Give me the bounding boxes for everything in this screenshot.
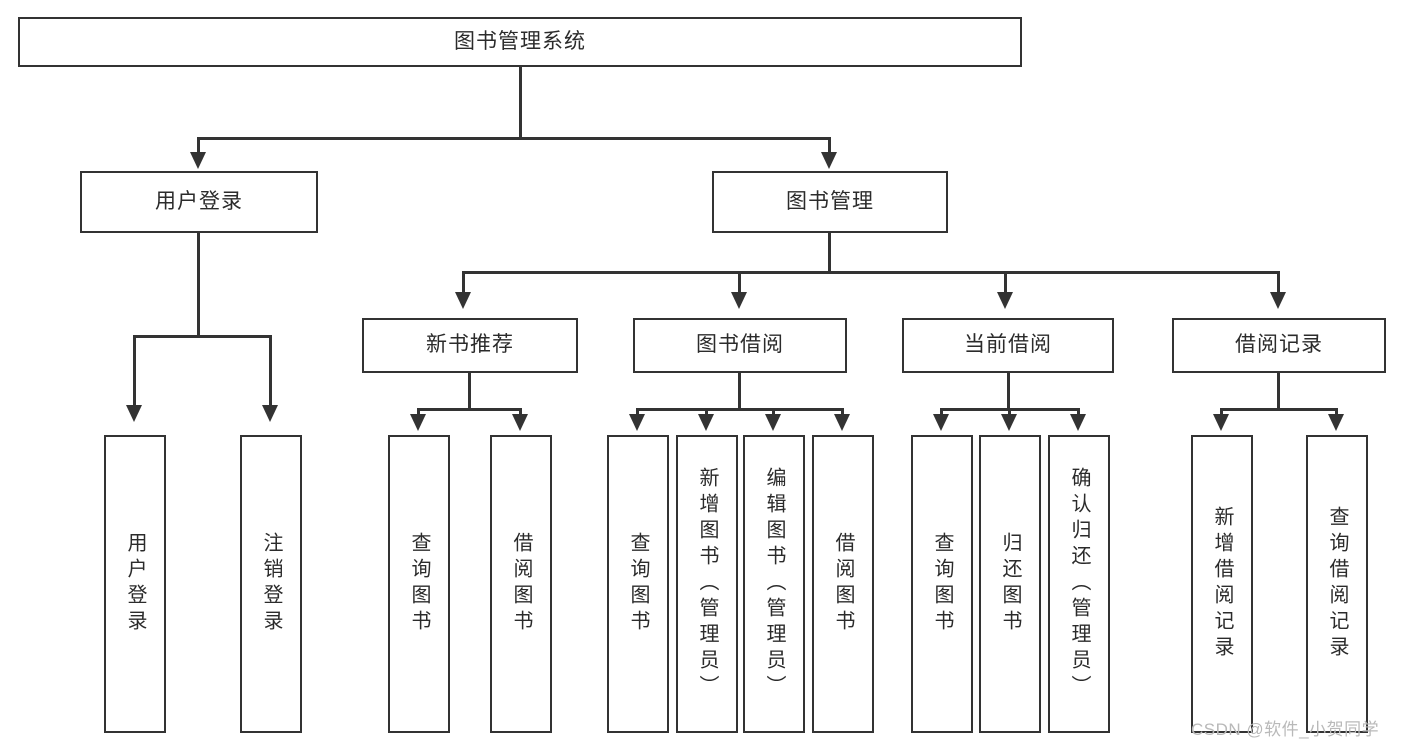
connector-new-book-recommend-bus xyxy=(417,408,522,411)
arrow-borrow-record xyxy=(1270,292,1286,309)
watermark: CSDN @软件_小贺同学 xyxy=(1191,720,1380,739)
arrow-add-book xyxy=(698,414,714,431)
node-label: 图书管理系统 xyxy=(454,29,586,53)
node-label: 借阅图书 xyxy=(510,532,532,636)
arrow-new-book-recommend xyxy=(455,292,471,309)
connector-user-login-bus xyxy=(133,335,272,338)
arrow-leaf-logout xyxy=(262,405,278,422)
connector-current-borrow-stem xyxy=(1007,373,1010,410)
arrow-add-record xyxy=(1213,414,1229,431)
node-leaf-query-book-3[interactable]: 查询图书 xyxy=(911,435,973,733)
node-leaf-user-login[interactable]: 用户登录 xyxy=(104,435,166,733)
node-leaf-logout[interactable]: 注销登录 xyxy=(240,435,302,733)
node-label: 新增图书（管理员） xyxy=(696,467,718,701)
node-leaf-confirm-return[interactable]: 确认归还（管理员） xyxy=(1048,435,1110,733)
arrow-leaf-user-login xyxy=(126,405,142,422)
arrow-query-book-1 xyxy=(410,414,426,431)
node-leaf-return-book[interactable]: 归还图书 xyxy=(979,435,1041,733)
node-label: 借阅记录 xyxy=(1235,333,1323,357)
connector-book-borrow-bus xyxy=(636,408,844,411)
node-label: 查询图书 xyxy=(931,532,953,636)
connector-book-manage-stem xyxy=(828,233,831,273)
connector-borrow-record-bus xyxy=(1220,408,1338,411)
node-leaf-query-book-1[interactable]: 查询图书 xyxy=(388,435,450,733)
node-user-login[interactable]: 用户登录 xyxy=(80,171,318,233)
connector-book-manage-bus xyxy=(462,271,1280,274)
arrow-current-borrow xyxy=(997,292,1013,309)
node-label: 新书推荐 xyxy=(426,333,514,357)
node-borrow-record[interactable]: 借阅记录 xyxy=(1172,318,1386,373)
node-leaf-edit-book[interactable]: 编辑图书（管理员） xyxy=(743,435,805,733)
node-leaf-borrow-book-2[interactable]: 借阅图书 xyxy=(812,435,874,733)
node-new-book-recommend[interactable]: 新书推荐 xyxy=(362,318,578,373)
connector-book-borrow-stem xyxy=(738,373,741,410)
arrow-user-login xyxy=(190,152,206,169)
node-book-borrow[interactable]: 图书借阅 xyxy=(633,318,847,373)
connector-drop-user-login xyxy=(197,137,200,159)
node-leaf-query-record[interactable]: 查询借阅记录 xyxy=(1306,435,1368,733)
node-label: 查询借阅记录 xyxy=(1326,506,1348,662)
arrow-book-manage xyxy=(821,152,837,169)
arrow-return-book xyxy=(1001,414,1017,431)
node-label: 注销登录 xyxy=(260,532,282,636)
node-label: 图书借阅 xyxy=(696,333,784,357)
node-leaf-query-book-2[interactable]: 查询图书 xyxy=(607,435,669,733)
node-leaf-add-book[interactable]: 新增图书（管理员） xyxy=(676,435,738,733)
arrow-query-book-3 xyxy=(933,414,949,431)
node-label: 查询图书 xyxy=(627,532,649,636)
node-label: 用户登录 xyxy=(155,189,243,213)
node-leaf-borrow-book-1[interactable]: 借阅图书 xyxy=(490,435,552,733)
connector-drop-borrow-record xyxy=(1277,271,1280,301)
node-label: 归还图书 xyxy=(999,532,1021,636)
arrow-query-record xyxy=(1328,414,1344,431)
node-label: 图书管理 xyxy=(786,189,874,213)
node-label: 确认归还（管理员） xyxy=(1068,467,1090,701)
node-label: 当前借阅 xyxy=(964,333,1052,357)
connector-drop-new-book-recommend xyxy=(462,271,465,301)
arrow-borrow-book-1 xyxy=(512,414,528,431)
connector-borrow-record-stem xyxy=(1277,373,1280,410)
node-label: 用户登录 xyxy=(124,532,146,636)
arrow-edit-book xyxy=(765,414,781,431)
arrow-query-book-2 xyxy=(629,414,645,431)
connector-drop-leaf-logout xyxy=(269,335,272,413)
node-root-system[interactable]: 图书管理系统 xyxy=(18,17,1022,67)
connector-user-login-stem xyxy=(197,233,200,337)
connector-drop-current-borrow xyxy=(1004,271,1007,301)
node-leaf-add-record[interactable]: 新增借阅记录 xyxy=(1191,435,1253,733)
node-book-manage[interactable]: 图书管理 xyxy=(712,171,948,233)
node-label: 查询图书 xyxy=(408,532,430,636)
arrow-confirm-return xyxy=(1070,414,1086,431)
connector-root-bus xyxy=(197,137,831,140)
connector-drop-book-manage xyxy=(828,137,831,159)
connector-drop-book-borrow xyxy=(738,271,741,301)
node-label: 新增借阅记录 xyxy=(1211,506,1233,662)
connector-root-stem xyxy=(519,67,522,139)
arrow-book-borrow xyxy=(731,292,747,309)
connector-new-book-recommend-stem xyxy=(468,373,471,410)
node-label: 借阅图书 xyxy=(832,532,854,636)
node-label: 编辑图书（管理员） xyxy=(763,467,785,701)
connector-drop-leaf-user-login xyxy=(133,335,136,413)
node-current-borrow[interactable]: 当前借阅 xyxy=(902,318,1114,373)
arrow-borrow-book-2 xyxy=(834,414,850,431)
